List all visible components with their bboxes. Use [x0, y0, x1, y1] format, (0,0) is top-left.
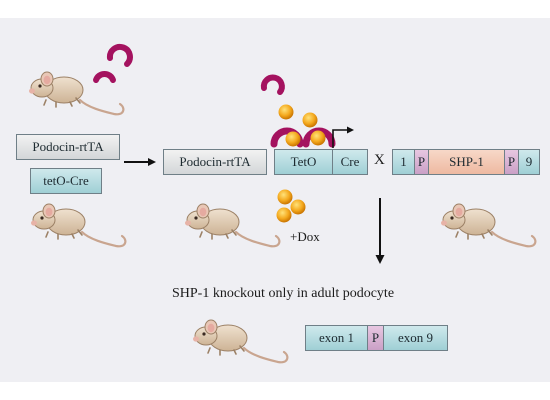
result-caption: SHP-1 knockout only in adult podocyte — [172, 286, 395, 301]
mouse-icon — [439, 202, 537, 248]
teto-cre-box-left: tetO-Cre — [30, 168, 102, 194]
knockout-construct: exon 1 P exon 9 — [305, 325, 448, 351]
loxp-left-segment: P — [415, 150, 429, 174]
mouse-icon — [29, 202, 127, 248]
exon9-ko-segment: exon 9 — [384, 326, 447, 350]
rtta-protein-icon — [93, 43, 336, 148]
loxp-right-segment: P — [505, 150, 519, 174]
mouse-icon — [191, 318, 289, 364]
arrow-icon — [124, 158, 156, 166]
loxp-ko-segment: P — [368, 326, 384, 350]
podocin-rtta-box-left: Podocin-rtTA — [16, 134, 120, 160]
podocin-rtta-box-mid: Podocin-rtTA — [163, 149, 267, 175]
down-arrow-icon — [375, 198, 385, 264]
mouse-icon — [183, 202, 281, 248]
exon1-segment: 1 — [393, 150, 415, 174]
doxycycline-molecule-icon — [276, 104, 326, 223]
exon9-segment: 9 — [519, 150, 539, 174]
cross-symbol: X — [374, 152, 385, 168]
cre-segment: Cre — [333, 150, 367, 174]
shp1-segment: SHP-1 — [429, 150, 505, 174]
dox-label: +Dox — [290, 229, 320, 244]
teto-cre-construct: TetO Cre — [274, 149, 368, 175]
promoter-arrow-icon — [332, 126, 354, 148]
exon1-ko-segment: exon 1 — [306, 326, 368, 350]
floxed-shp1-construct: 1 P SHP-1 P 9 — [392, 149, 540, 175]
teto-segment: TetO — [275, 150, 333, 174]
